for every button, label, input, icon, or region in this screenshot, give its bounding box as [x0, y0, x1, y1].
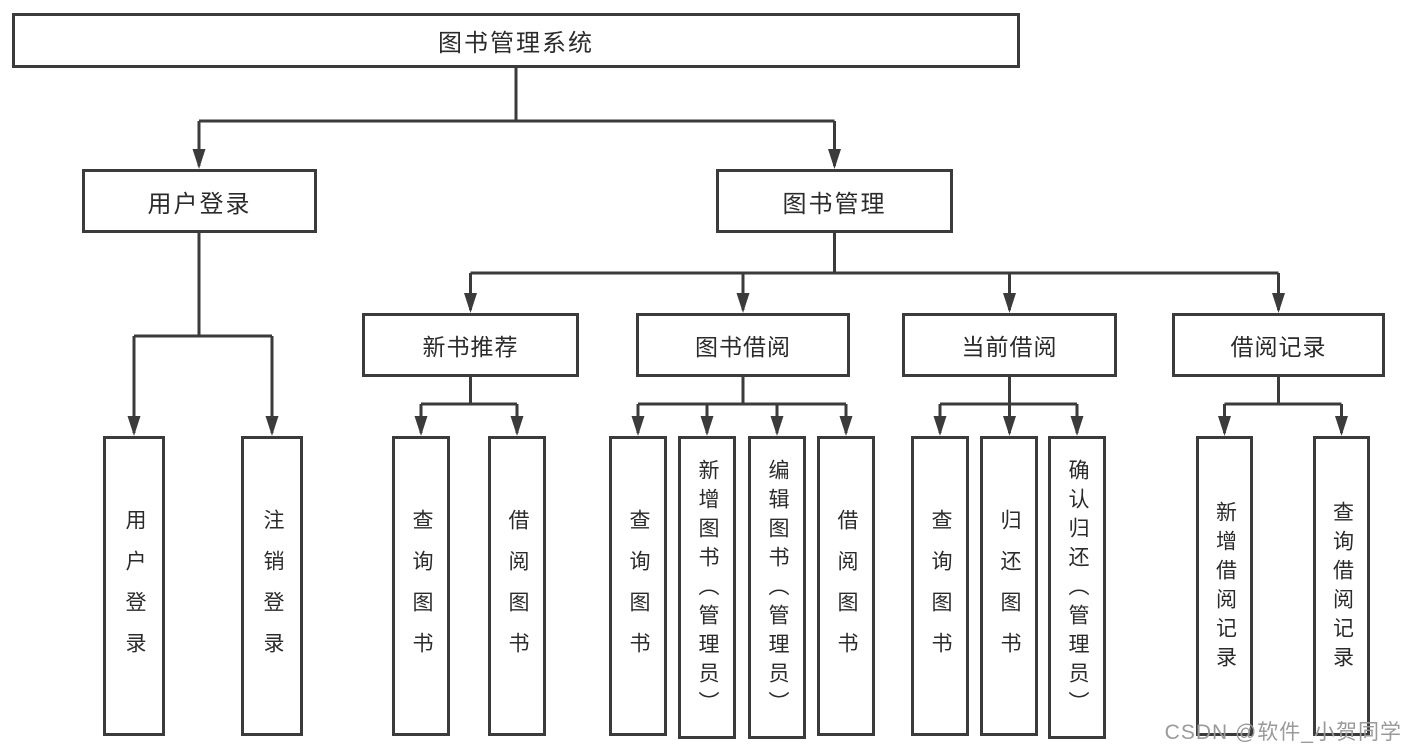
node-borrow-records: 借阅记录: [1172, 313, 1385, 377]
node-current-borrowing: 当前借阅: [902, 313, 1117, 377]
leaf-edit-book-admin: 编辑图书（管理员）: [748, 436, 806, 739]
node-book-borrowing: 图书借阅: [636, 313, 850, 377]
leaf-add-book-admin: 新增图书（管理员）: [678, 436, 736, 739]
node-book-management: 图书管理: [716, 169, 953, 233]
leaf-add-borrow-record: 新增借阅记录: [1196, 436, 1253, 736]
leaf-borrow-books: 借阅图书: [817, 436, 875, 736]
leaf-query-books-current: 查询图书: [911, 436, 969, 736]
leaf-confirm-return-admin: 确认归还（管理员）: [1048, 436, 1106, 739]
leaf-user-login: 用户登录: [103, 436, 165, 736]
leaf-logout: 注销登录: [241, 436, 303, 736]
csdn-watermark: CSDN @软件_小贺同学: [1164, 721, 1402, 744]
leaf-query-books-borrow: 查询图书: [609, 436, 667, 736]
leaf-borrow-books-recommend: 借阅图书: [488, 436, 546, 736]
node-user-login: 用户登录: [82, 169, 317, 233]
leaf-query-borrow-record: 查询借阅记录: [1313, 436, 1370, 736]
node-new-book-recommend: 新书推荐: [362, 313, 579, 377]
leaf-return-book: 归还图书: [980, 436, 1038, 736]
leaf-query-books-recommend: 查询图书: [392, 436, 450, 736]
node-root-library-system: 图书管理系统: [12, 13, 1020, 68]
